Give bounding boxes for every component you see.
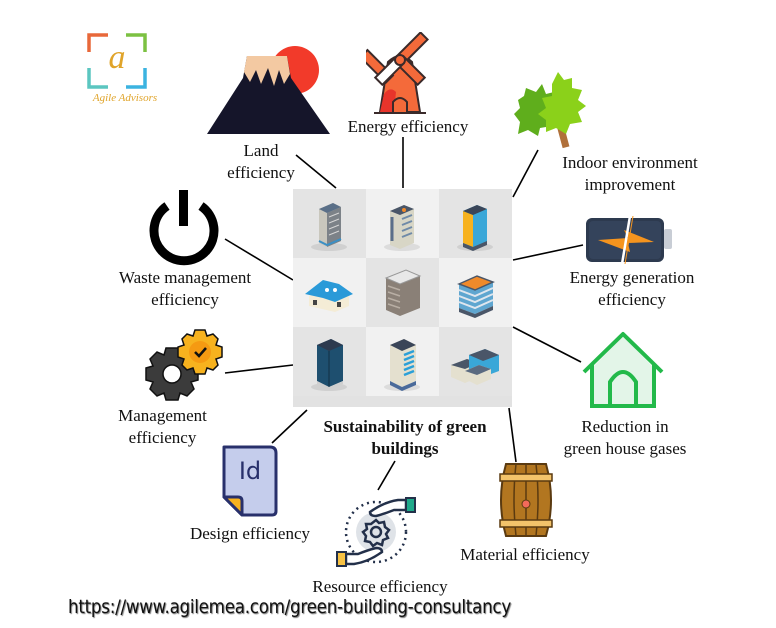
- label-management: Management efficiency: [105, 405, 220, 449]
- windmill-icon: [358, 31, 429, 114]
- node-ghg: [582, 330, 664, 410]
- label-resource: Resource efficiency: [312, 577, 448, 596]
- label-ghg: Reduction in green house gases: [545, 416, 705, 460]
- power-icon: [149, 190, 219, 266]
- node-material: [494, 460, 558, 540]
- connector-resource: [377, 460, 396, 491]
- grid-cell: [366, 327, 439, 396]
- grid-cell: [293, 327, 366, 396]
- complex-building-icon: [451, 349, 499, 385]
- center-title-line1: Sustainability of green: [323, 417, 487, 436]
- logo-letter: a: [108, 39, 126, 76]
- grid-cell: [439, 258, 512, 327]
- connector-indoor: [512, 149, 539, 198]
- label-ghg-line2: green house gases: [563, 439, 687, 458]
- label-ghg-line1: Reduction in: [581, 417, 669, 436]
- dark-tower-icon: [311, 339, 347, 391]
- round-office-icon: [457, 275, 495, 318]
- building-grid: [293, 189, 512, 407]
- agile-advisors-logo: a: [86, 32, 148, 90]
- label-waste-line1: Waste management: [118, 268, 252, 287]
- footer-url[interactable]: https://www.agilemea.com/green-building-…: [68, 596, 511, 618]
- label-management-line1: Management: [118, 406, 207, 425]
- slab-building-icon: [384, 269, 422, 316]
- center-title-line2: buildings: [371, 439, 439, 458]
- label-energy-gen-line2: efficiency: [598, 290, 666, 309]
- label-land-line1: Land: [243, 141, 279, 160]
- node-resource: [332, 490, 420, 572]
- label-indoor-line2: improvement: [584, 175, 676, 194]
- label-material: Material efficiency: [460, 545, 590, 564]
- battery-icon: [586, 215, 672, 265]
- grid-cell: [366, 258, 439, 327]
- grid-cell: [439, 189, 512, 258]
- office-tower-icon: [384, 205, 420, 251]
- house-outline-icon: [582, 332, 664, 408]
- connector-land: [295, 154, 337, 189]
- connector-energy-gen: [512, 244, 584, 261]
- connector-material: [508, 407, 517, 463]
- logo-frame-icon: [87, 33, 147, 89]
- label-indoor: Indoor environment improvement: [545, 152, 715, 196]
- grid-cell: [439, 327, 512, 396]
- node-indoor: [512, 70, 592, 152]
- center-title: Sustainability of green buildings: [300, 416, 510, 460]
- gears-check-icon: [145, 329, 223, 401]
- node-energy-gen: [584, 215, 676, 265]
- trees-icon: [514, 72, 586, 149]
- apartment-tower-icon: [384, 339, 420, 391]
- node-waste: [145, 188, 223, 268]
- barrel-icon: [499, 463, 553, 537]
- label-indoor-line1: Indoor environment: [562, 153, 698, 172]
- label-energy: Energy efficiency: [347, 117, 469, 136]
- mountain-sun-icon: [207, 46, 330, 134]
- label-energy-gen: Energy generation efficiency: [552, 267, 712, 311]
- node-energy: [358, 31, 434, 116]
- design-file-text: Id: [238, 457, 262, 485]
- label-waste-line2: efficiency: [151, 290, 219, 309]
- hands-gear-icon: [336, 497, 416, 567]
- label-management-line2: efficiency: [128, 428, 197, 447]
- connector-ghg: [512, 326, 582, 363]
- node-land: [205, 38, 335, 138]
- connector-management: [224, 364, 294, 374]
- office-tower-icon: [311, 203, 347, 251]
- grid-cell: [293, 258, 366, 327]
- node-design: Id: [220, 445, 280, 517]
- label-design: Design efficiency: [189, 524, 311, 543]
- grid-cell: [293, 189, 366, 258]
- node-management: [144, 326, 226, 404]
- label-energy-gen-line1: Energy generation: [569, 268, 695, 287]
- logo-brand-name: Agile Advisors: [92, 92, 158, 104]
- house-icon: [305, 280, 353, 312]
- label-waste: Waste management efficiency: [105, 267, 265, 311]
- label-land: Land efficiency: [222, 140, 300, 184]
- design-file-icon: [222, 445, 278, 517]
- glass-tower-icon: [457, 205, 493, 251]
- grid-cell: [366, 189, 439, 258]
- label-land-line2: efficiency: [227, 163, 295, 182]
